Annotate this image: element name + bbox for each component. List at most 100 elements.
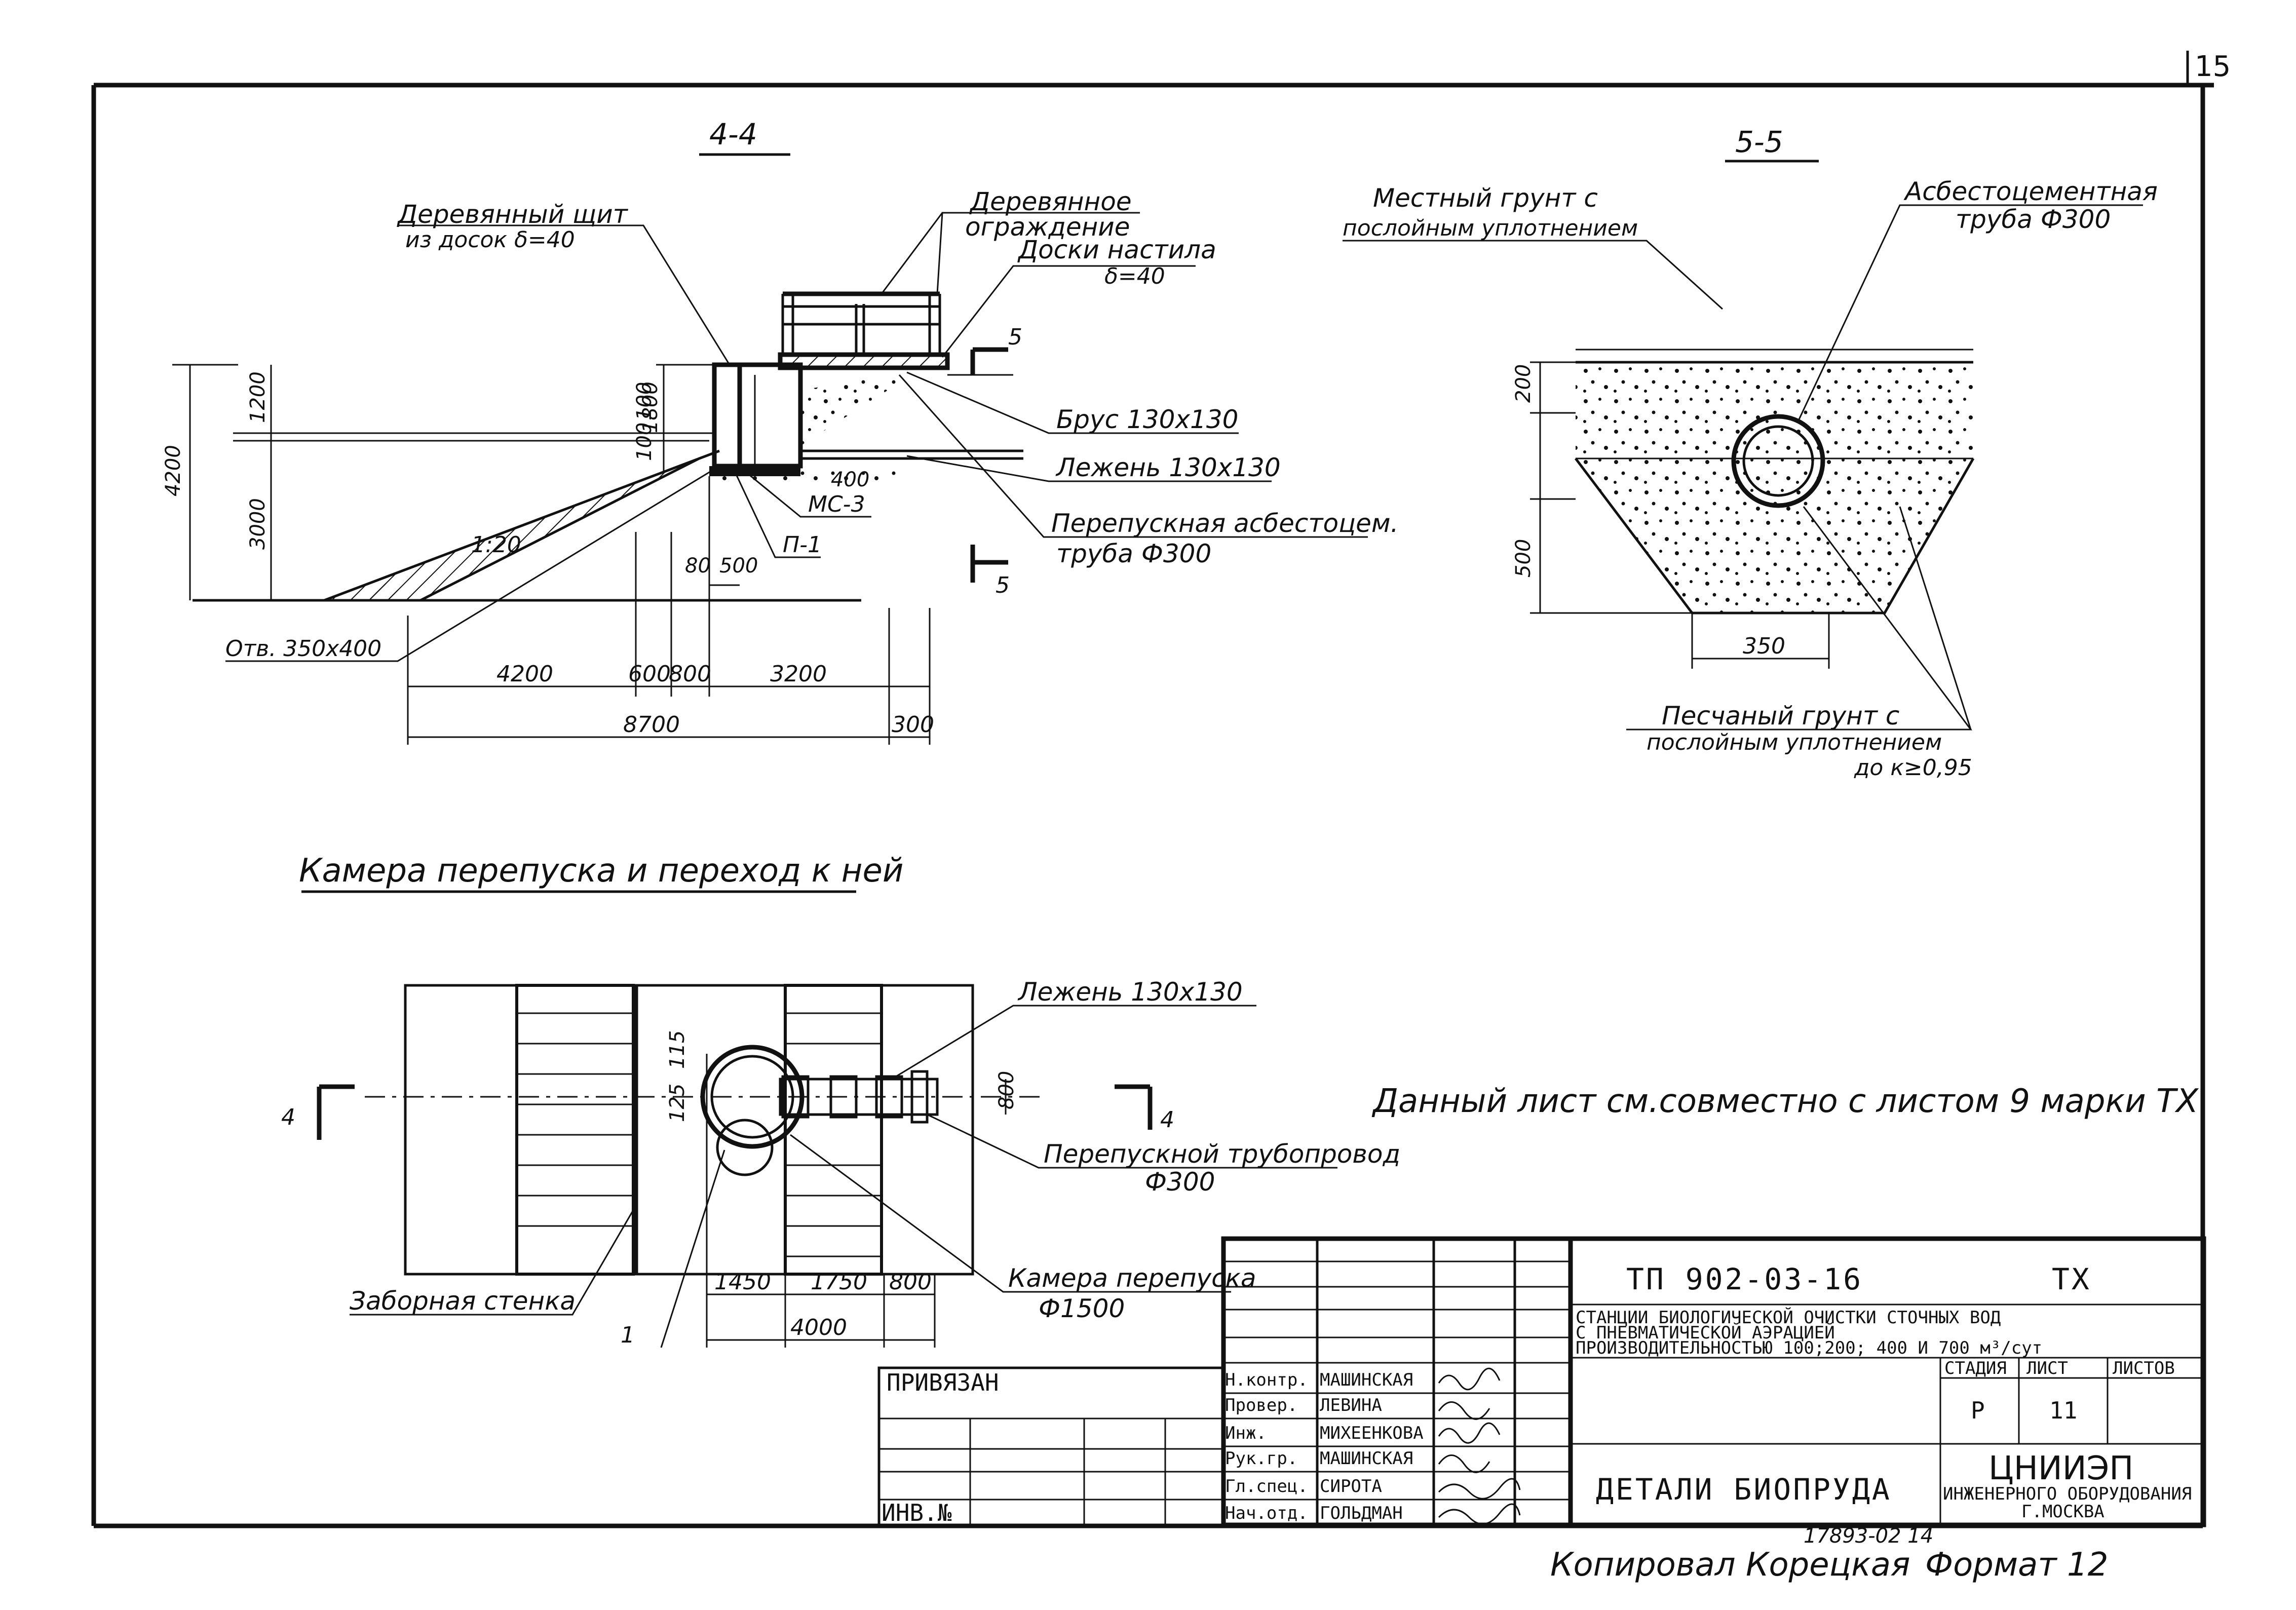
cut-mark-5-bottom: 5: [996, 572, 1010, 598]
label-wood-fence-sub: ограждение: [965, 212, 1130, 242]
dim-600: 600: [628, 661, 671, 687]
doc-number: 17893-02 14: [1804, 1524, 1933, 1548]
tb-roles: Н.контр. МАШИНСКАЯ Провер. ЛЕВИНА Инж. М…: [1225, 1370, 1424, 1523]
plan-label-bypass: Перепускной трубопровод: [1044, 1139, 1400, 1169]
plan-label-chamber: Камера перепуска: [1008, 1263, 1256, 1293]
plan-label-chamber-sub: Ф1500: [1039, 1294, 1125, 1323]
label-local-soil-sub: послойным уплотнением: [1343, 215, 1638, 241]
label-local-soil: Местный грунт с: [1373, 183, 1598, 213]
chamber-circle: [700, 1045, 805, 1149]
dim-h-1800: 1800: [639, 381, 662, 433]
tb-mark: ТХ: [2052, 1262, 2091, 1296]
label-ac-pipe: Асбестоцементная: [1903, 177, 2158, 206]
cut-mark-5-top: 5: [1008, 324, 1022, 350]
dim-h-500: 500: [1512, 539, 1535, 578]
tb-role-name: ЛЕВИНА: [1320, 1395, 1382, 1415]
label-opening: Отв. 350x400: [225, 636, 381, 662]
dim-300: 300: [892, 712, 934, 738]
tb-drawing-title: ДЕТАЛИ БИОПРУДА: [1596, 1472, 1892, 1507]
tb-bound: ПРИВЯЗАН: [887, 1369, 999, 1396]
dim-800: 800: [669, 661, 711, 687]
tb-role-name: ГОЛЬДМАН: [1320, 1503, 1403, 1523]
section-4-4-title: 4-4: [709, 117, 757, 151]
dim-500: 500: [719, 554, 758, 578]
tb-org: ЦНИИЭП: [1988, 1450, 2133, 1487]
slope-ratio: 1:20: [471, 532, 521, 558]
tb-role: Инж.: [1225, 1423, 1267, 1443]
tb-station-line2: С ПНЕВМАТИЧЕСКОЙ АЭРАЦИЕЙ: [1576, 1322, 1835, 1343]
plan-dim-115: 115: [666, 1030, 689, 1069]
dim-h-4200: 4200: [162, 445, 185, 496]
label-wood-shield-sub: из досок δ=40: [405, 227, 575, 253]
sheet-note: Данный лист см.совместно с листом 9 марк…: [1371, 1083, 2199, 1120]
dim-h-1200: 1200: [246, 371, 270, 423]
tb-station-line3: ПРОИЗВОДИТЕЛЬНОСТЬЮ 100;200; 400 И 700 м…: [1576, 1338, 2042, 1358]
tb-signatures: [1438, 1367, 1521, 1525]
label-bypass-pipe: Перепускная асбестоцем.: [1051, 509, 1398, 538]
label-ms3: МС-3: [808, 491, 865, 517]
tb-role: Гл.спец.: [1225, 1476, 1308, 1497]
dim-h-100b: 100: [633, 382, 656, 420]
section-5-5-title: 5-5: [1735, 125, 1783, 159]
label-deck-boards: Доски настила: [1017, 235, 1216, 264]
plan-cut-left: 4: [281, 1104, 295, 1130]
page-number: 15: [2195, 50, 2231, 83]
label-sand-sub: послойным уплотнением: [1647, 730, 1942, 755]
section-5-5: 5-5 200 500 350 Местный грунт с послойны…: [1343, 125, 2158, 781]
dim-8700: 8700: [623, 712, 680, 738]
plan-dim-800v: 800: [995, 1071, 1018, 1109]
plan-label-item1: 1: [621, 1322, 635, 1348]
tb-role: Провер.: [1225, 1395, 1297, 1415]
plan-dim-800: 800: [889, 1269, 932, 1295]
tb-role-name: МИХЕЕНКОВА: [1320, 1423, 1424, 1443]
dim-w-350: 350: [1743, 633, 1785, 659]
label-wood-shield: Деревянный щит: [397, 200, 629, 229]
tb-stage: Р: [1971, 1397, 1985, 1424]
tb-station-line1: СТАНЦИИ БИОЛОГИЧЕСКОЙ ОЧИСТКИ СТОЧНЫХ ВО…: [1576, 1307, 2001, 1328]
label-deck-boards-sub: δ=40: [1104, 263, 1165, 289]
plan-dim-1450: 1450: [714, 1269, 771, 1295]
tb-inv: ИНВ.№: [882, 1499, 952, 1526]
label-beam: Брус 130x130: [1056, 405, 1238, 434]
tb-sheet-header: ЛИСТ: [2026, 1358, 2068, 1378]
tb-role: Нач.отд.: [1225, 1503, 1308, 1523]
label-wood-fence: Деревянное: [969, 187, 1132, 216]
label-bypass-pipe-sub: труба Ф300: [1056, 539, 1211, 568]
sand-backfill: [1576, 362, 1973, 613]
ac-pipe-circle: [1731, 414, 1825, 508]
tb-org-sub1: ИНЖЕНЕРНОГО ОБОРУДОВАНИЯ: [1943, 1484, 2192, 1504]
sheet-format: Формат 12: [1925, 1546, 2108, 1584]
tb-role-name: МАШИНСКАЯ: [1320, 1370, 1413, 1390]
slope-embankment: [324, 449, 720, 602]
label-sand-sub2: до к≥0,95: [1854, 755, 1972, 781]
plan-cut-right: 4: [1160, 1107, 1174, 1133]
tb-stage-header: СТАДИЯ: [1944, 1358, 2007, 1378]
dim-4200: 4200: [496, 661, 553, 687]
plan-label-sleeper: Лежень 130x130: [1017, 977, 1243, 1007]
copied-by: Копировал Корецкая: [1550, 1546, 1910, 1584]
earth-fill: [800, 375, 912, 446]
bypass-chamber-section: [709, 362, 803, 476]
label-ac-pipe-sub: труба Ф300: [1956, 205, 2111, 234]
plan-title: Камера перепуска и переход к ней: [299, 852, 903, 890]
title-block: ПРИВЯЗАН ИНВ.№ Н.контр. МАШИНСКАЯ Провер…: [877, 1236, 2206, 1527]
tb-role-name: МАШИНСКАЯ: [1320, 1448, 1413, 1469]
tb-role-name: СИРОТА: [1320, 1476, 1382, 1497]
dim-h-400: 400: [831, 468, 869, 491]
plan-label-intake-wall: Заборная стенка: [350, 1286, 576, 1316]
label-sand: Песчаный грунт с: [1662, 701, 1899, 731]
plan-dim-125: 125: [666, 1084, 689, 1122]
dim-h-3000: 3000: [246, 498, 270, 550]
tb-role: Н.контр.: [1225, 1370, 1308, 1390]
label-sleeper: Лежень 130x130: [1055, 453, 1281, 482]
label-p1: П-1: [783, 532, 822, 558]
plan-label-bypass-sub: Ф300: [1145, 1167, 1215, 1197]
section-4-4: 4-4 1:20: [162, 117, 1398, 745]
tb-sheet-no: 11: [2049, 1397, 2077, 1424]
plan-dim-1750: 1750: [811, 1269, 867, 1295]
deck-and-fence: [778, 291, 950, 370]
dim-80: 80: [685, 554, 711, 578]
bypass-pipeline-plan: [779, 1078, 939, 1116]
tb-org-sub2: Г.МОСКВА: [2021, 1502, 2104, 1522]
